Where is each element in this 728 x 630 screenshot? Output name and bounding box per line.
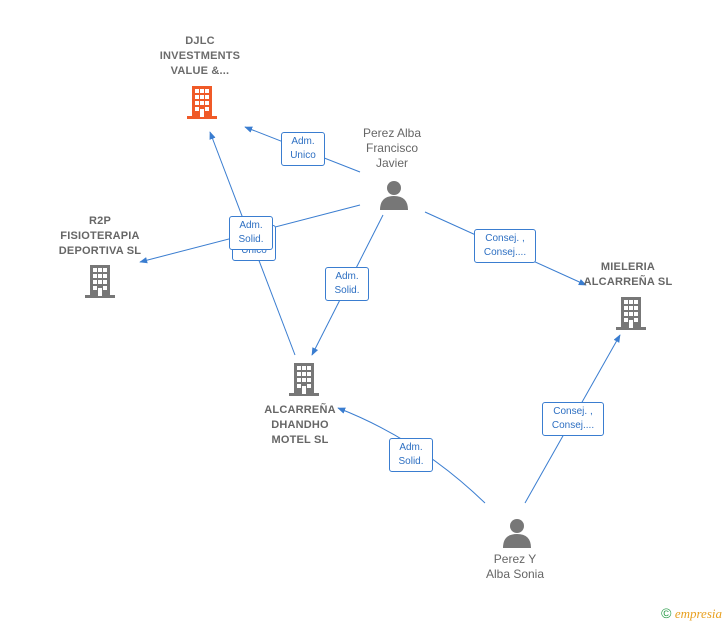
node-label-r2p[interactable]: R2P FISIOTERAPIA DEPORTIVA SL — [58, 215, 142, 257]
building-icon[interactable] — [616, 297, 646, 330]
building-icon[interactable] — [187, 86, 217, 119]
building-icon[interactable] — [289, 363, 319, 396]
node-label-perez-alba[interactable]: Perez Alba Francisco Javier — [362, 126, 422, 170]
copyright-notice: © empresia — [661, 605, 722, 622]
edge-label-adm-solid-alcarrena[interactable]: Adm. Solid. — [325, 267, 369, 301]
edge-label-adm-solid-sonia[interactable]: Adm. Solid. — [389, 438, 433, 472]
edge-label-consej-sonia[interactable]: Consej. , Consej.... — [542, 402, 604, 436]
person-icon[interactable] — [380, 181, 408, 210]
edge-label-adm-solid-djlc[interactable]: Adm. Solid. — [229, 216, 273, 250]
person-icon[interactable] — [503, 519, 531, 548]
copyright-icon: © — [661, 605, 672, 621]
edge-label-consej-mieleria[interactable]: Consej. , Consej.... — [474, 229, 536, 263]
node-label-mieleria[interactable]: MIELERIA ALCARREÑA SL — [583, 261, 673, 288]
node-label-perez-y-alba[interactable]: Perez Y Alba Sonia — [485, 552, 545, 581]
brand-logo: empresia — [674, 606, 722, 621]
node-label-alcarrena[interactable]: ALCARREÑA DHANDHO MOTEL SL — [264, 404, 336, 446]
edge-label-adm-unico[interactable]: Adm. Unico — [281, 132, 325, 166]
node-label-djlc[interactable]: DJLC INVESTMENTS VALUE &... — [159, 35, 241, 77]
building-icon[interactable] — [85, 265, 115, 298]
